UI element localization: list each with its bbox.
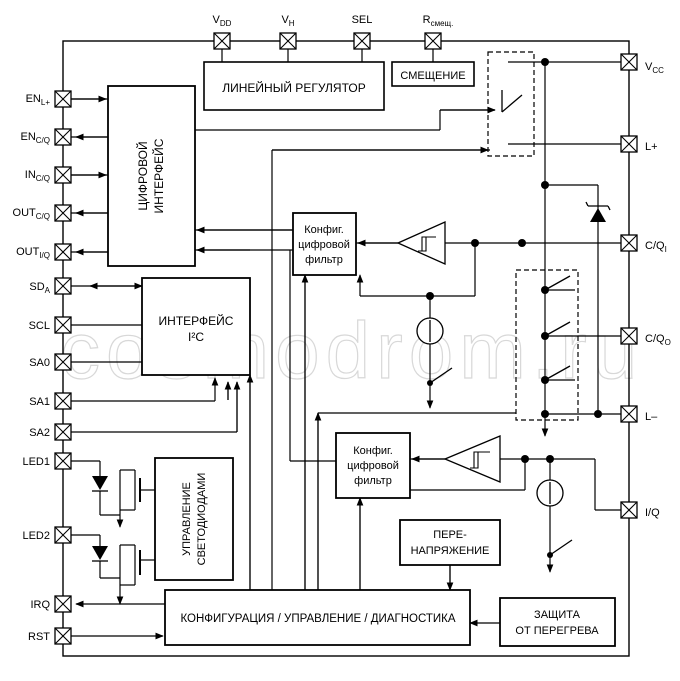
block-thermal: ЗАЩИТА ОТ ПЕРЕГРЕВА [499,597,616,647]
pin-cqi [620,234,638,252]
block-i2c-interface: ИНТЕРФЕЙС I²C [141,277,251,376]
pin-out-iq [54,243,72,261]
comparator-bottom [443,435,501,483]
block-digital-filter-top: Конфиг. цифровой фильтр [292,212,357,276]
label-sa1: SA1 [29,396,50,408]
pin-iq [620,501,638,519]
pin-rbias [424,32,442,50]
linear-regulator-label: ЛИНЕЙНЫЙ РЕГУЛЯТОР [222,80,365,95]
pin-rst [54,627,72,645]
label-vcc: VCC [645,61,664,75]
digital-filter-top-label-2: цифровой [298,239,350,251]
label-led2: LED2 [22,530,50,542]
pin-sa1 [54,392,72,410]
block-digital-interface: ЦИФРОВОЙ ИНТЕРФЕЙС [107,85,196,267]
pin-vdd [213,32,231,50]
label-rst: RST [28,631,50,643]
label-sda: SDA [29,281,50,295]
label-out-cq: OUTC/Q [13,207,50,221]
comparator-top [396,220,446,266]
pin-cqo [620,327,638,345]
pin-sda [54,277,72,295]
label-sa0: SA0 [29,357,50,369]
label-cqo: C/QO [645,333,671,347]
label-irq: IRQ [30,599,50,611]
cq-switch-dashed [515,269,579,421]
label-led1: LED1 [22,456,50,468]
digital-filter-bottom-label-1: Конфиг. [353,445,393,457]
pin-labels: VDD VH SEL Rсмещ. VCC L+ C/QI C/QO L– I/… [13,14,671,643]
pin-led1 [54,452,72,470]
pin-sel [353,32,371,50]
label-iq: I/Q [645,507,660,519]
pin-lminus [620,405,638,423]
pin-lplus [620,135,638,153]
switches [429,90,573,556]
label-scl: SCL [29,320,50,332]
thermal-label-2: ОТ ПЕРЕГРЕВА [515,625,599,637]
label-vh: VH [281,14,294,28]
config-control-label: КОНФИГУРАЦИЯ / УПРАВЛЕНИЕ / ДИАГНОСТИКА [180,613,455,625]
i2c-interface-label-2: I²C [188,330,204,344]
block-led-control: УПРАВЛЕНИЕ СВЕТОДИОДАМИ [154,457,234,581]
digital-filter-top-label-3: фильтр [305,254,343,266]
arrow-wires [71,95,554,640]
label-lminus: L– [645,411,658,423]
label-en-cq: ENC/Q [20,131,50,145]
block-overvoltage: ПЕРЕ- НАПРЯЖЕНИЕ [399,519,501,566]
pin-en-lplus [54,90,72,108]
digital-filter-bottom-label-3: фильтр [354,475,392,487]
current-sources [416,317,564,507]
pin-scl [54,316,72,334]
label-en-lplus: ENL+ [26,93,51,107]
label-rbias: Rсмещ. [423,14,454,28]
label-out-iq: OUTI/Q [16,246,50,260]
lplus-switch-dashed [487,51,535,157]
led2-circuit [92,545,141,586]
digital-interface-label-2: ИНТЕРФЕЙС [151,138,166,213]
bias-label: СМЕЩЕНИЕ [400,70,465,82]
digital-filter-bottom-label-2: цифровой [347,460,399,472]
label-in-cq: INC/Q [25,169,50,183]
block-linear-regulator: ЛИНЕЙНЫЙ РЕГУЛЯТОР [203,61,385,111]
label-sa2: SA2 [29,427,50,439]
pin-vcc [620,53,638,71]
led1-circuit [92,470,141,511]
label-lplus: L+ [645,141,658,153]
digital-interface-label-1: ЦИФРОВОЙ [135,141,150,210]
label-vdd: VDD [213,14,232,28]
pin-irq [54,595,72,613]
chip-outline [62,40,630,657]
label-sel: SEL [352,14,373,26]
i2c-interface-label-1: ИНТЕРФЕЙС [159,313,234,328]
block-config-control: КОНФИГУРАЦИЯ / УПРАВЛЕНИЕ / ДИАГНОСТИКА [164,589,471,646]
digital-filter-top-label-1: Конфиг. [304,224,344,236]
led-control-label-1: УПРАВЛЕНИЕ [181,482,193,556]
pin-en-cq [54,128,72,146]
block-bias: СМЕЩЕНИЕ [391,61,475,87]
overvoltage-label-2: НАПРЯЖЕНИЕ [411,545,490,557]
pin-sa2 [54,423,72,441]
zener-diode [585,201,611,222]
pin-led2 [54,526,72,544]
overvoltage-label-1: ПЕРЕ- [433,529,467,541]
thermal-label-1: ЗАЩИТА [534,609,581,621]
pin-sa0 [54,353,72,371]
pin-vh [279,32,297,50]
pin-in-cq [54,166,72,184]
led-control-label-2: СВЕТОДИОДАМИ [196,473,208,566]
pin-out-cq [54,204,72,222]
label-cqi: C/QI [645,240,667,254]
block-digital-filter-bottom: Конфиг. цифровой фильтр [335,432,411,499]
